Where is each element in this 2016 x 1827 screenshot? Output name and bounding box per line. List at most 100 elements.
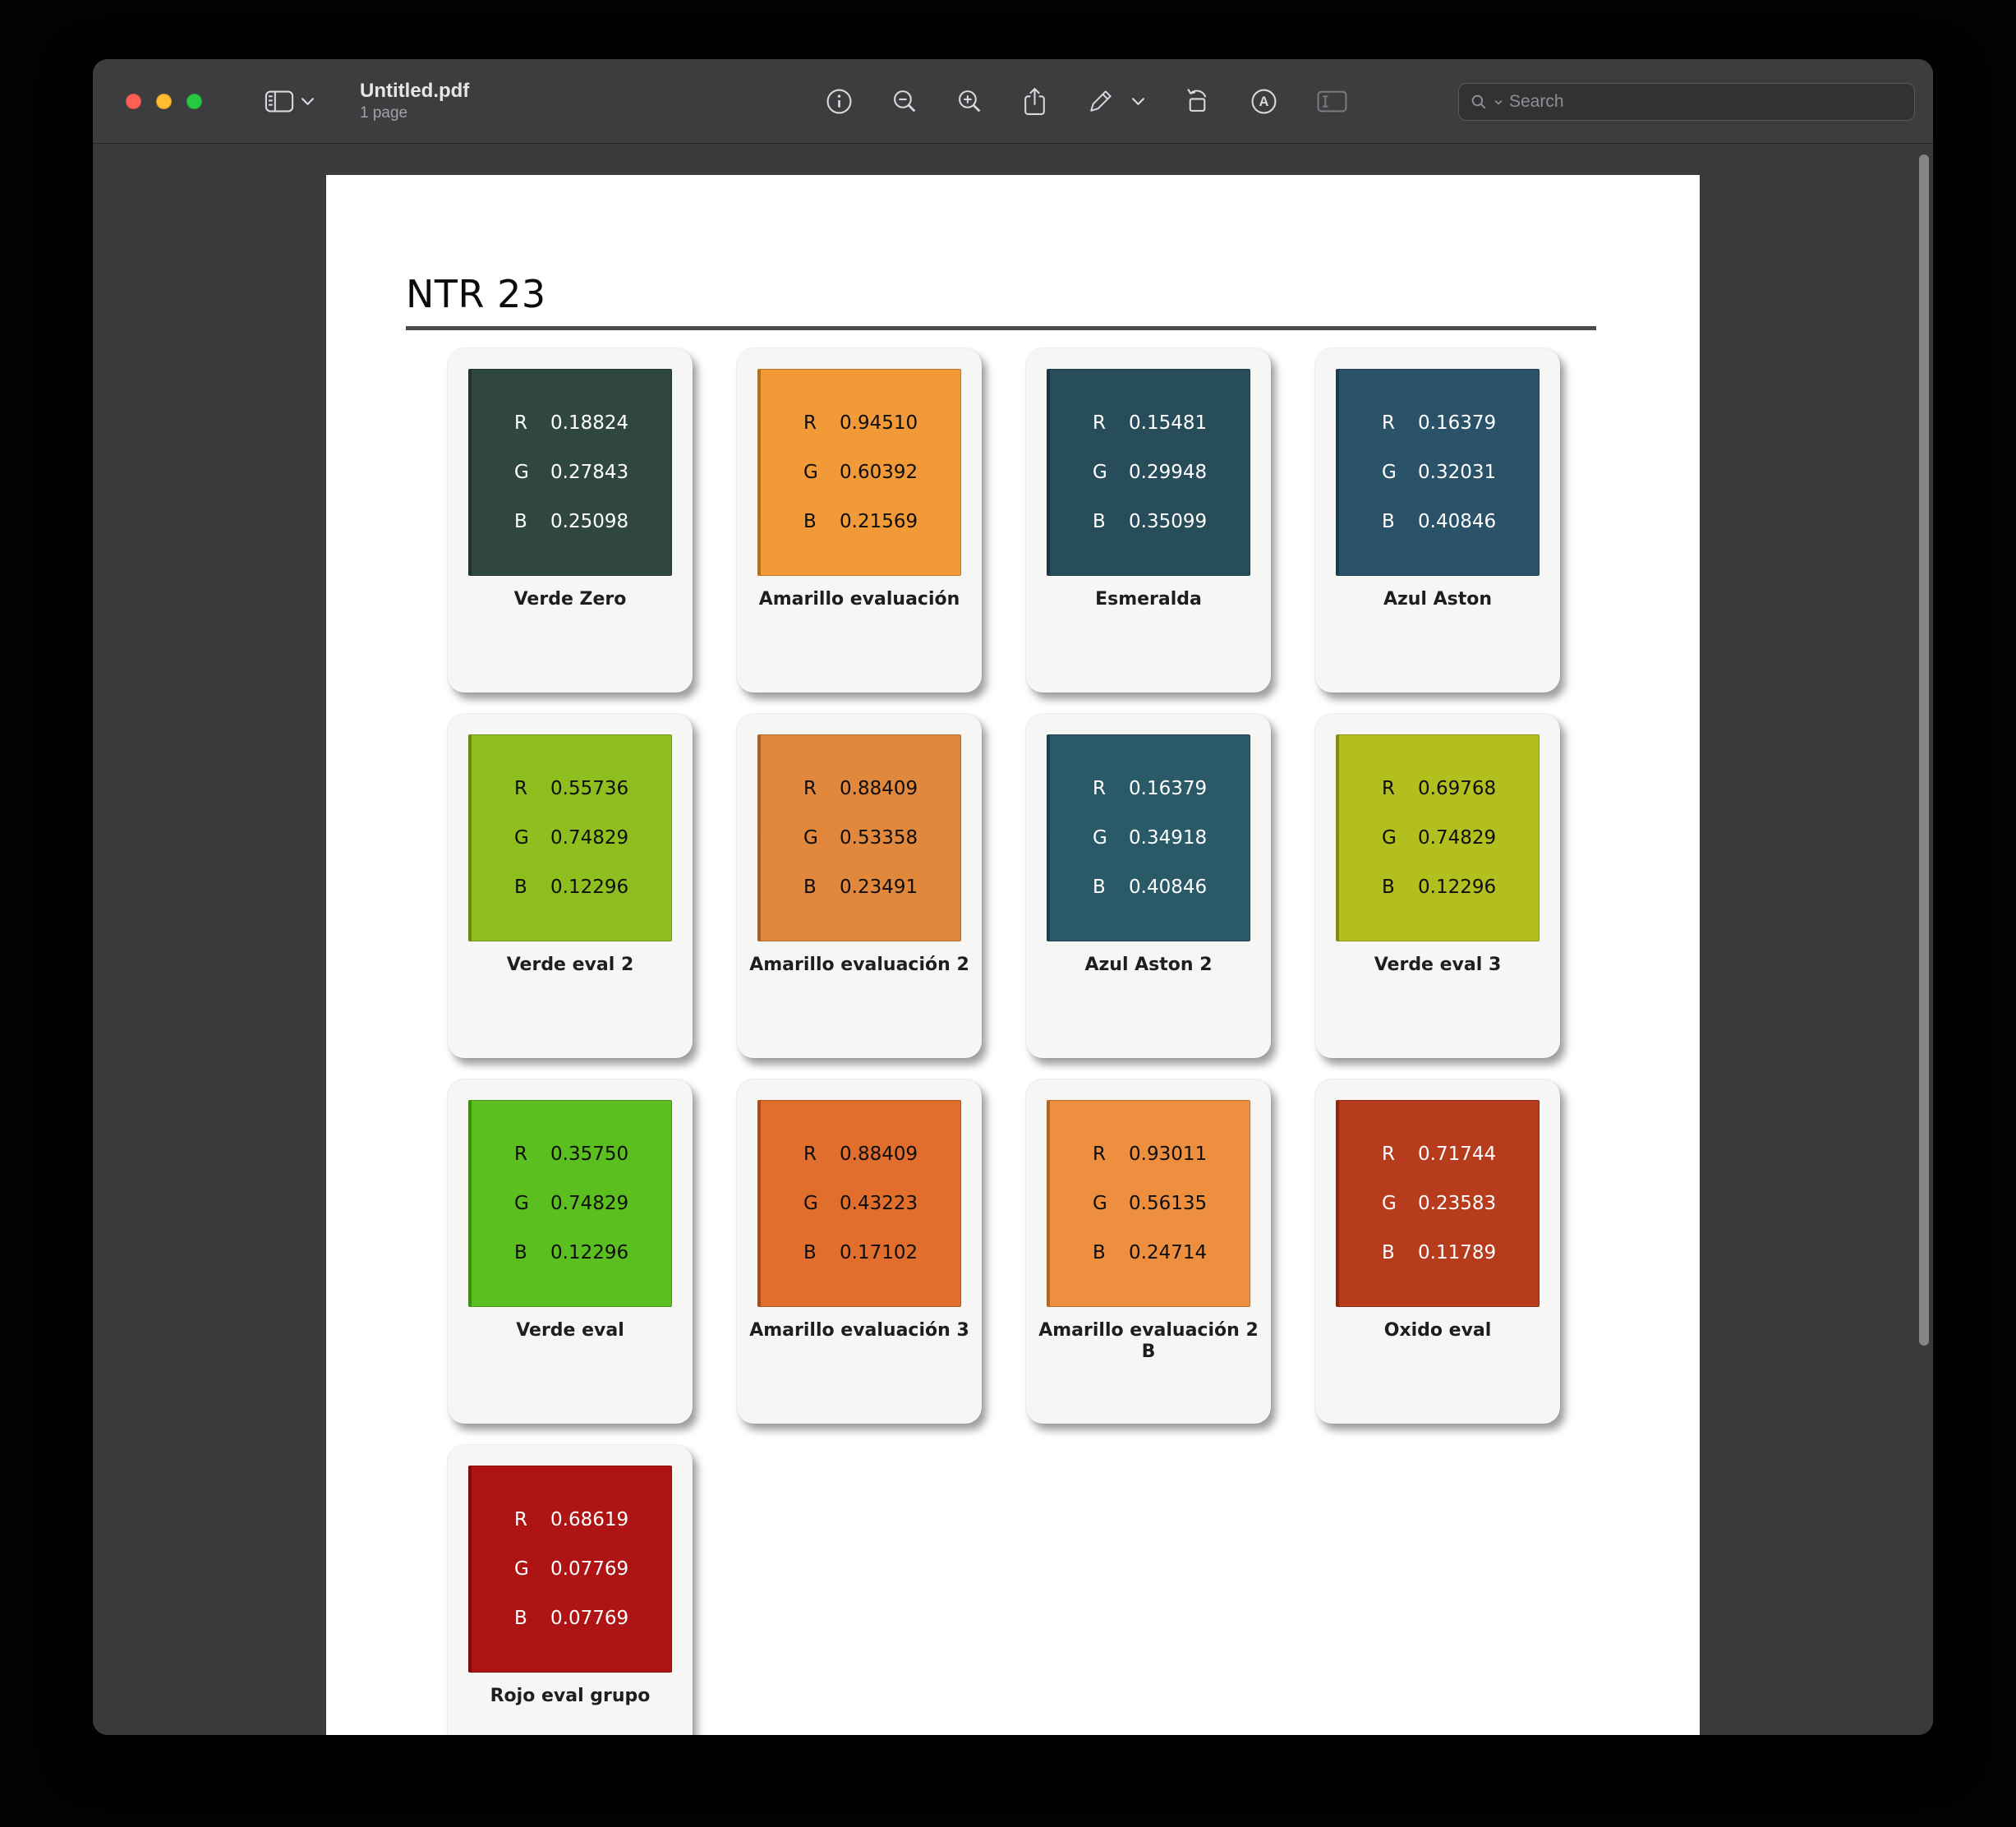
zoom-out-button[interactable] [892,89,918,114]
share-button[interactable] [1022,86,1047,117]
channel-row-r: R0.88409 [803,1130,960,1179]
color-swatch: R0.16379 G0.34918 B0.40846 [1047,734,1250,941]
color-name: Oxido eval [1326,1320,1549,1341]
channel-row-g: G0.32031 [1382,448,1539,497]
channel-label: R [1093,1130,1114,1179]
channel-value-g: 0.53358 [840,813,918,863]
channel-label: R [514,398,536,448]
markup-options-button[interactable] [1132,98,1144,105]
channel-row-b: B0.35099 [1093,497,1250,546]
highlight-a-icon: A [1250,88,1277,115]
channel-row-r: R0.16379 [1093,764,1250,813]
color-card: R0.88409 G0.43223 B 0.17102 Amarillo eval… [737,1079,982,1424]
channel-row-b: B0.24714 [1093,1228,1250,1277]
color-name: Rojo eval grupo [458,1686,682,1707]
pdf-page: NTR 23 R0.18824 G0.27843 B0.25098 Verde … [326,175,1700,1735]
info-button[interactable] [826,88,853,115]
markup-button[interactable] [1087,88,1114,115]
sidebar-toggle-button[interactable] [265,90,314,113]
channel-label: B [803,863,825,912]
channel-label: R [1093,398,1114,448]
channel-value-r: 0.15481 [1129,398,1207,448]
toolbar: A [826,59,1347,144]
color-name: Verde eval 2 [458,955,682,976]
channel-row-r: R0.69768 [1382,764,1539,813]
channel-row-r: R0.16379 [1382,398,1539,448]
search-input[interactable] [1509,92,1903,112]
close-button[interactable] [126,94,141,109]
channel-value-r: 0.55736 [550,764,628,813]
channel-label: B [1382,497,1403,546]
channel-row-b: B0.12296 [514,863,671,912]
zoom-in-button[interactable] [957,89,983,114]
color-swatch: R0.69768 G0.74829 B0.12296 [1336,734,1540,941]
channel-value-g: 0.56135 [1129,1179,1207,1228]
channel-label: G [803,1179,825,1228]
channel-label: B [803,1228,825,1277]
channel-value-g: 0.74829 [550,1179,628,1228]
channel-row-g: G0.60392 [803,448,960,497]
channel-row-g: G0.34918 [1093,813,1250,863]
channel-label: G [514,1544,536,1594]
channel-row-g: G0.53358 [803,813,960,863]
channel-value-g: 0.23583 [1418,1179,1496,1228]
channel-row-r: R0.68619 [514,1495,671,1544]
search-icon [1471,94,1488,111]
color-swatch: R0.55736 G0.74829 B0.12296 [468,734,672,941]
channel-label: R [1093,764,1114,813]
highlight-button[interactable]: A [1250,88,1277,115]
color-name: Amarillo evaluación 2 B [1037,1320,1260,1364]
channel-row-b: B0.40846 [1093,863,1250,912]
channel-label: B [514,863,536,912]
channel-row-g: G0.43223 [803,1179,960,1228]
channel-row-r: R0.35750 [514,1130,671,1179]
channel-label: R [1382,1130,1403,1179]
channel-label: B [1382,1228,1403,1277]
text-tool-button[interactable] [1317,90,1347,113]
channel-row-r: R 0.15481 [1093,398,1250,448]
channel-value-g: 0.74829 [550,813,628,863]
zoom-window-button[interactable] [186,94,202,109]
channel-value-b: 0.17102 [840,1228,918,1277]
color-card: R0.16379 G0.32031 B0.40846 Azul Aston [1315,348,1560,693]
document-heading: NTR 23 [406,272,1700,316]
channel-row-g: G 0.07769 [514,1544,671,1594]
channel-label: G [803,448,825,497]
color-swatch: R0.18824 G0.27843 B0.25098 [468,369,672,576]
channel-value-r: 0.18824 [550,398,628,448]
channel-row-g: G0.23583 [1382,1179,1539,1228]
color-card: R0.18824 G0.27843 B0.25098 Verde Zero [448,348,693,693]
color-swatch: R0.88409 G0.53358 B0.23491 [757,734,961,941]
window-title: Untitled.pdf [360,80,469,103]
info-icon [826,88,853,115]
text-tool-icon [1317,90,1347,113]
channel-label: R [803,764,825,813]
titlebar: Untitled.pdf 1 page [93,59,1933,144]
color-swatch: R0.88409 G0.43223 B 0.17102 [757,1100,961,1307]
channel-row-b: B0.11789 [1382,1228,1539,1277]
channel-value-r: 0.88409 [840,764,918,813]
color-card: R0.55736 G0.74829 B0.12296 Verde eval 2 [448,714,693,1058]
color-swatch: R0.35750 G0.74829 B0.12296 [468,1100,672,1307]
minimize-button[interactable] [156,94,172,109]
color-swatch: R 0.15481 G0.29948 B0.35099 [1047,369,1250,576]
channel-row-g: G0.29948 [1093,448,1250,497]
document-viewport: NTR 23 R0.18824 G0.27843 B0.25098 Verde … [93,145,1933,1735]
search-field[interactable] [1458,83,1915,121]
channel-label: R [803,1130,825,1179]
color-card: R0.88409 G0.53358 B0.23491 Amarillo eval… [737,714,982,1058]
color-name: Verde eval 3 [1326,955,1549,976]
markup-pencil-icon [1087,88,1114,115]
channel-label: R [1382,398,1403,448]
channel-row-b: B 0.17102 [803,1228,960,1277]
channel-label: R [514,764,536,813]
color-name: Azul Aston 2 [1037,955,1260,976]
color-name: Amarillo evaluación 2 [748,955,971,976]
color-name: Amarillo evaluación [748,589,971,610]
vertical-scrollbar-thumb[interactable] [1919,154,1929,1346]
channel-value-g: 0.07769 [550,1544,628,1594]
channel-value-r: 0.68619 [550,1495,628,1544]
rotate-button[interactable] [1184,88,1211,115]
color-name: Amarillo evaluación 3 [748,1320,971,1341]
channel-label: R [1382,764,1403,813]
